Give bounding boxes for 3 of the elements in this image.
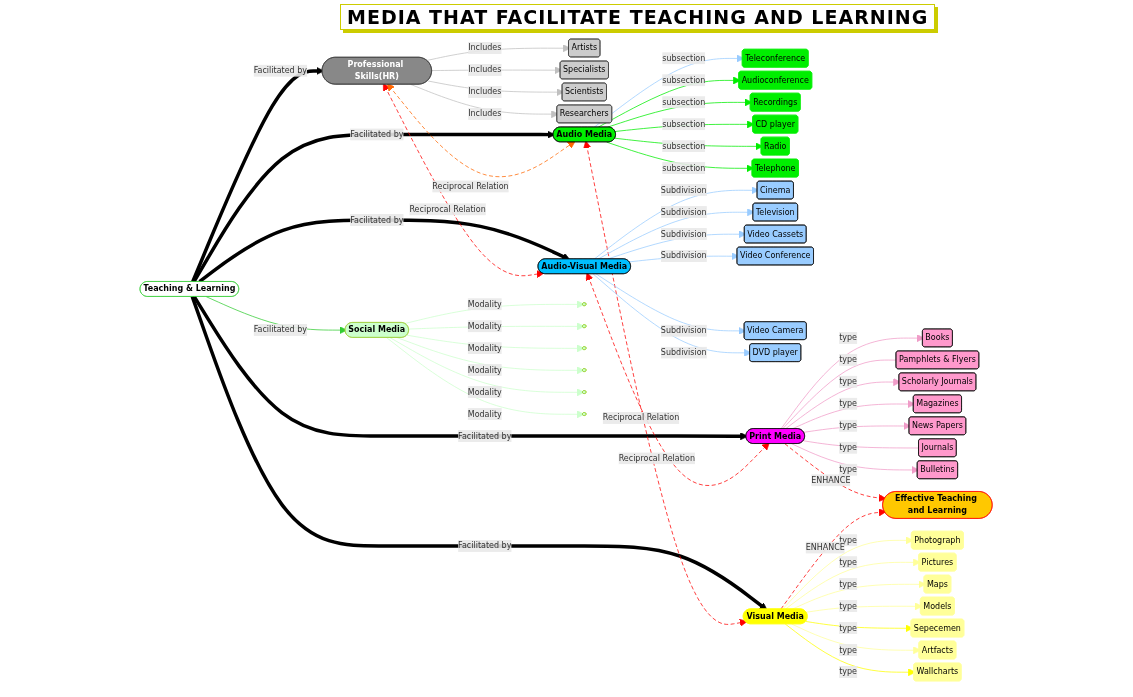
diagram-title: MEDIA THAT FACILITATE TEACHING AND LEARNING (340, 4, 936, 30)
connector (782, 359, 897, 429)
connector (803, 439, 920, 448)
